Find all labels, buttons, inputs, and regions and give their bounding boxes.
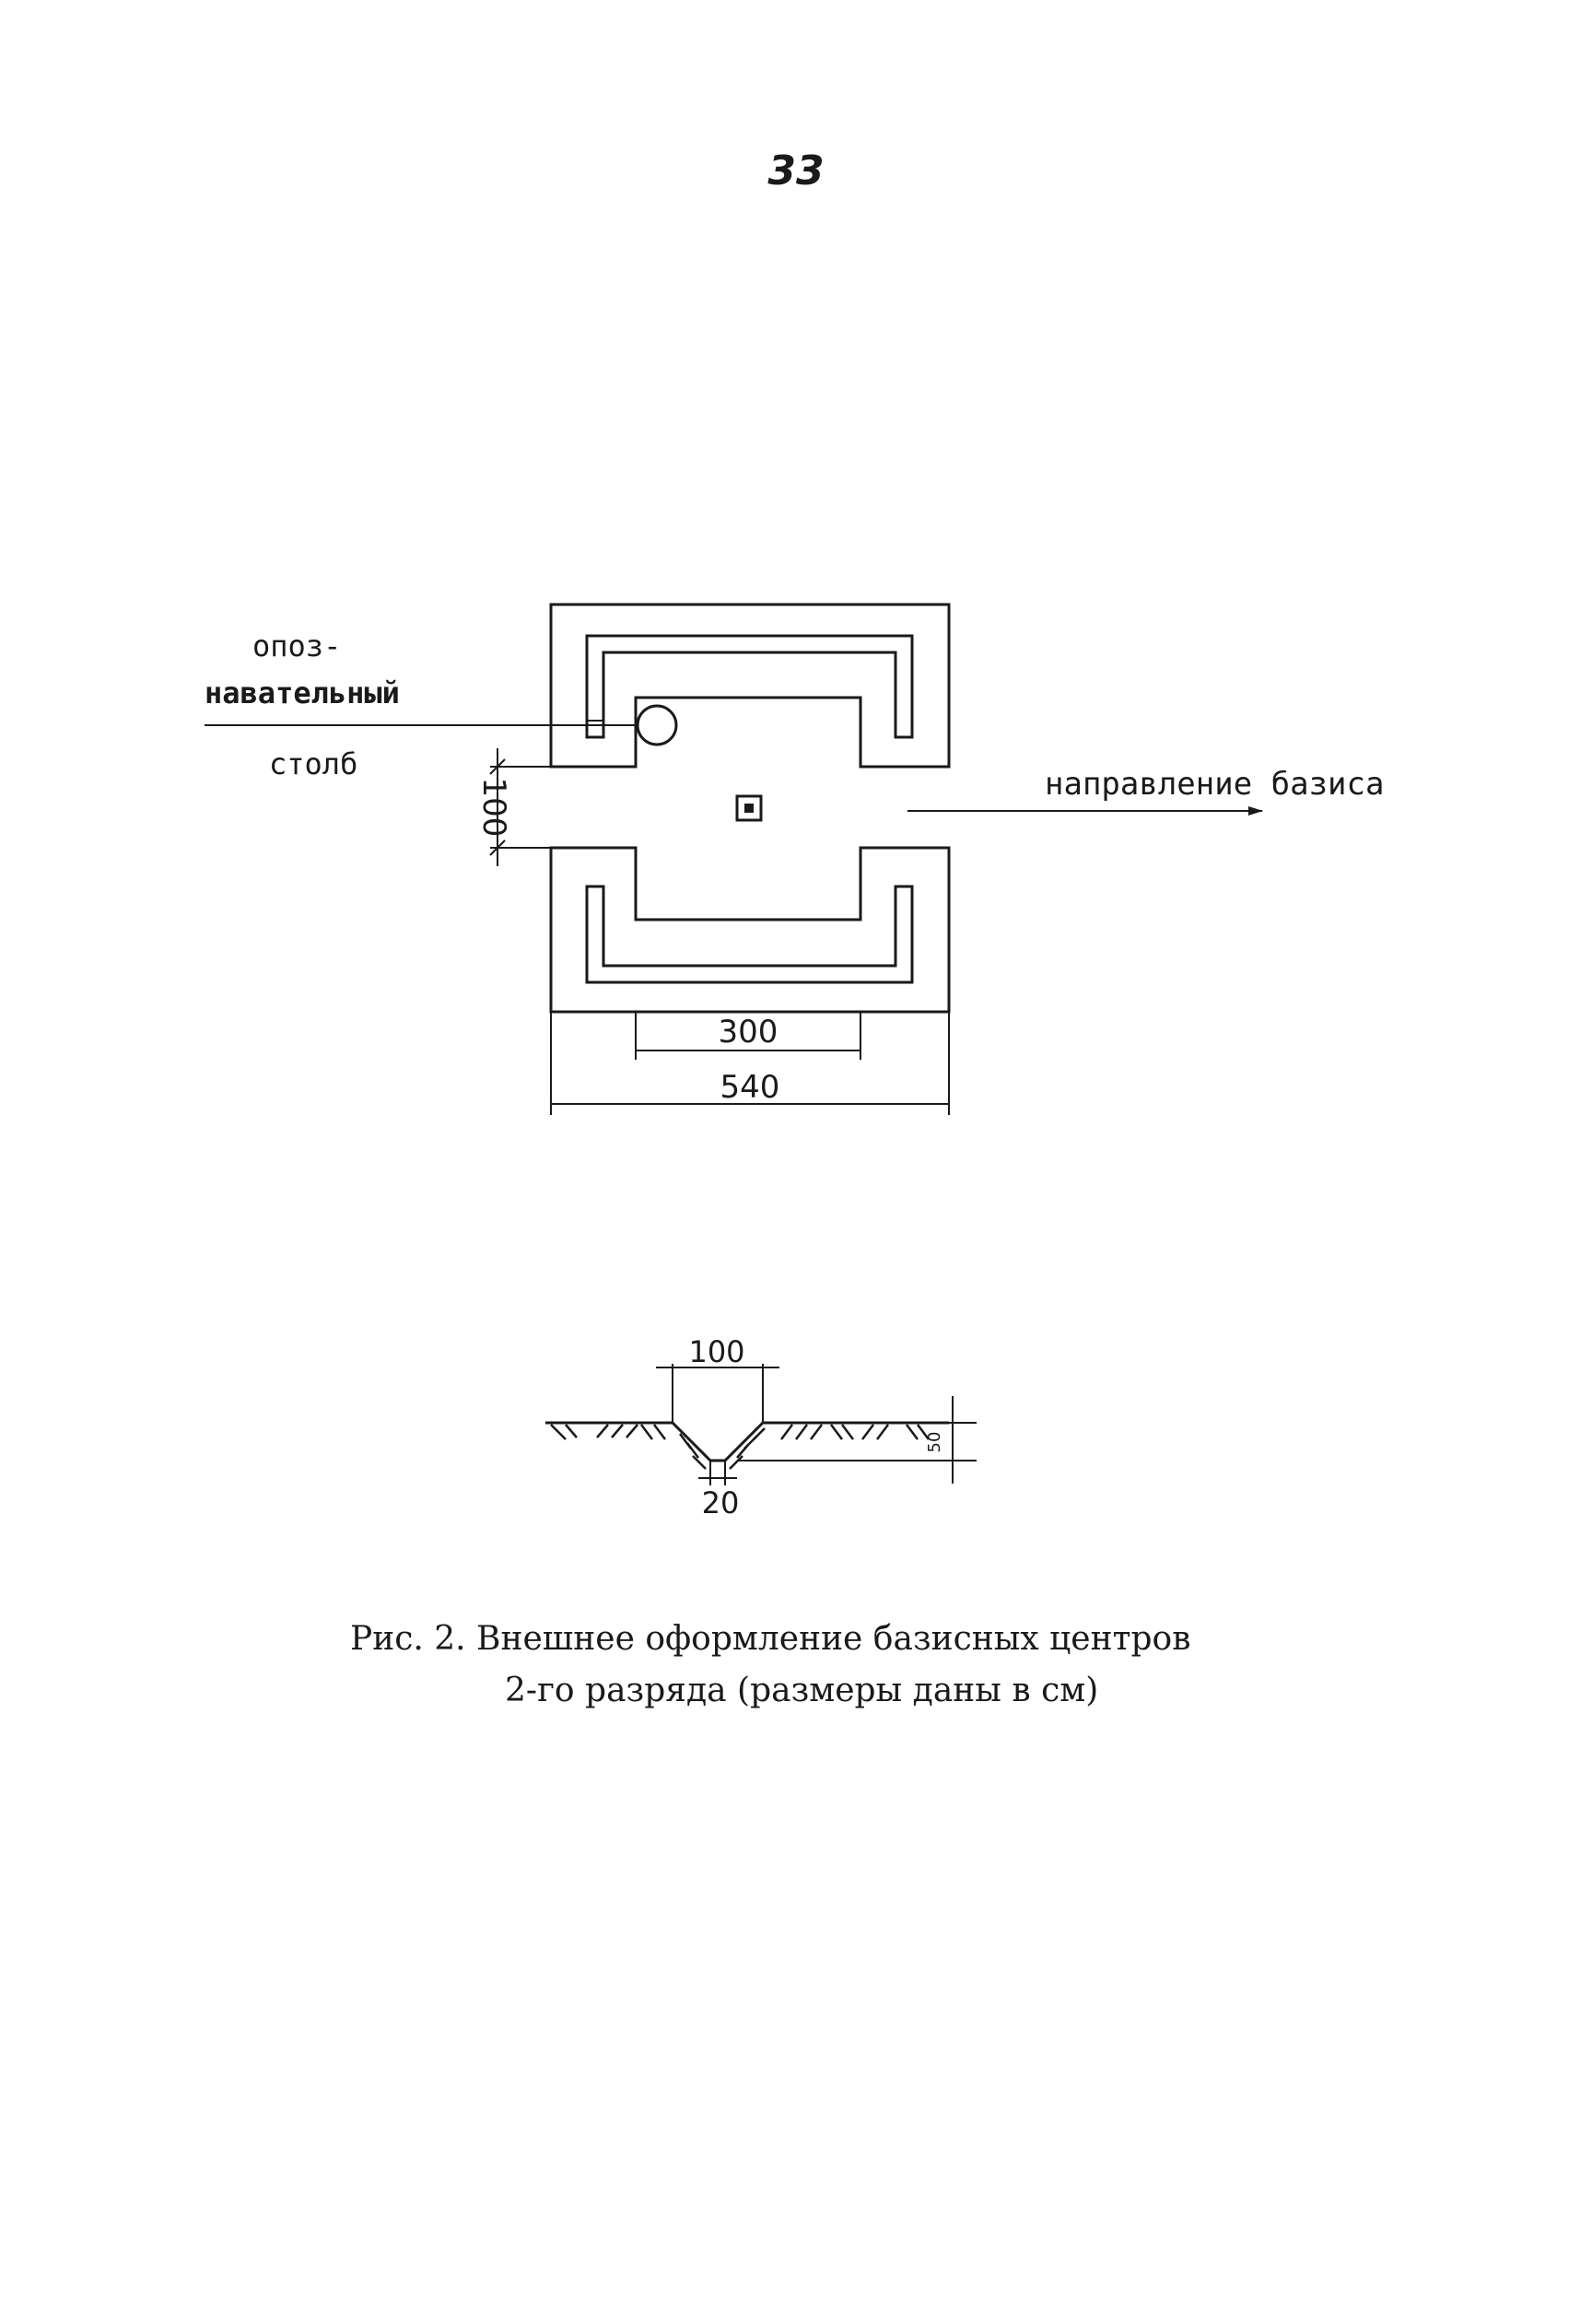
- center-mark-dot: [744, 804, 754, 813]
- figure-caption: Рис. 2. Внешнее оформление базисных цент…: [350, 1620, 1190, 1709]
- depth-label: 50: [925, 1432, 944, 1453]
- post-base-marker: [586, 720, 604, 738]
- post-label-line1: опоз-: [252, 628, 341, 663]
- caption-line2: 2-го разряда (размеры даны в см): [505, 1672, 1098, 1709]
- outer-ditch-upper: [549, 603, 951, 769]
- bottom-width-label: 20: [702, 1485, 740, 1520]
- ground-profile: [545, 1421, 949, 1462]
- post-label-line2: навательный: [205, 675, 400, 710]
- gap-tick-top: [489, 758, 506, 775]
- center-mark-outer: [735, 794, 763, 822]
- gap-dim-label: 100: [475, 778, 512, 838]
- caption-line1: Рис. 2. Внешнее оформление базисных цент…: [350, 1620, 1190, 1658]
- cross-section-view: 100 20 50: [545, 1334, 977, 1520]
- page-number: 33: [767, 147, 825, 194]
- plan-view: опоз- навательный столб направление бази…: [205, 603, 1384, 1115]
- post-label-line3: столб: [269, 746, 357, 781]
- outer-ditch-lower: [549, 846, 951, 1014]
- ground-hatching: [550, 1424, 930, 1470]
- top-width-label: 100: [688, 1334, 744, 1369]
- inner-width-label: 300: [719, 1014, 778, 1050]
- inner-ditch-upper: [585, 634, 914, 739]
- inner-ditch-lower: [585, 885, 914, 984]
- gap-tick-bottom: [489, 839, 506, 856]
- outer-width-label: 540: [720, 1069, 780, 1106]
- direction-label: направление базиса: [1045, 766, 1384, 803]
- marker-post-circle: [636, 704, 678, 746]
